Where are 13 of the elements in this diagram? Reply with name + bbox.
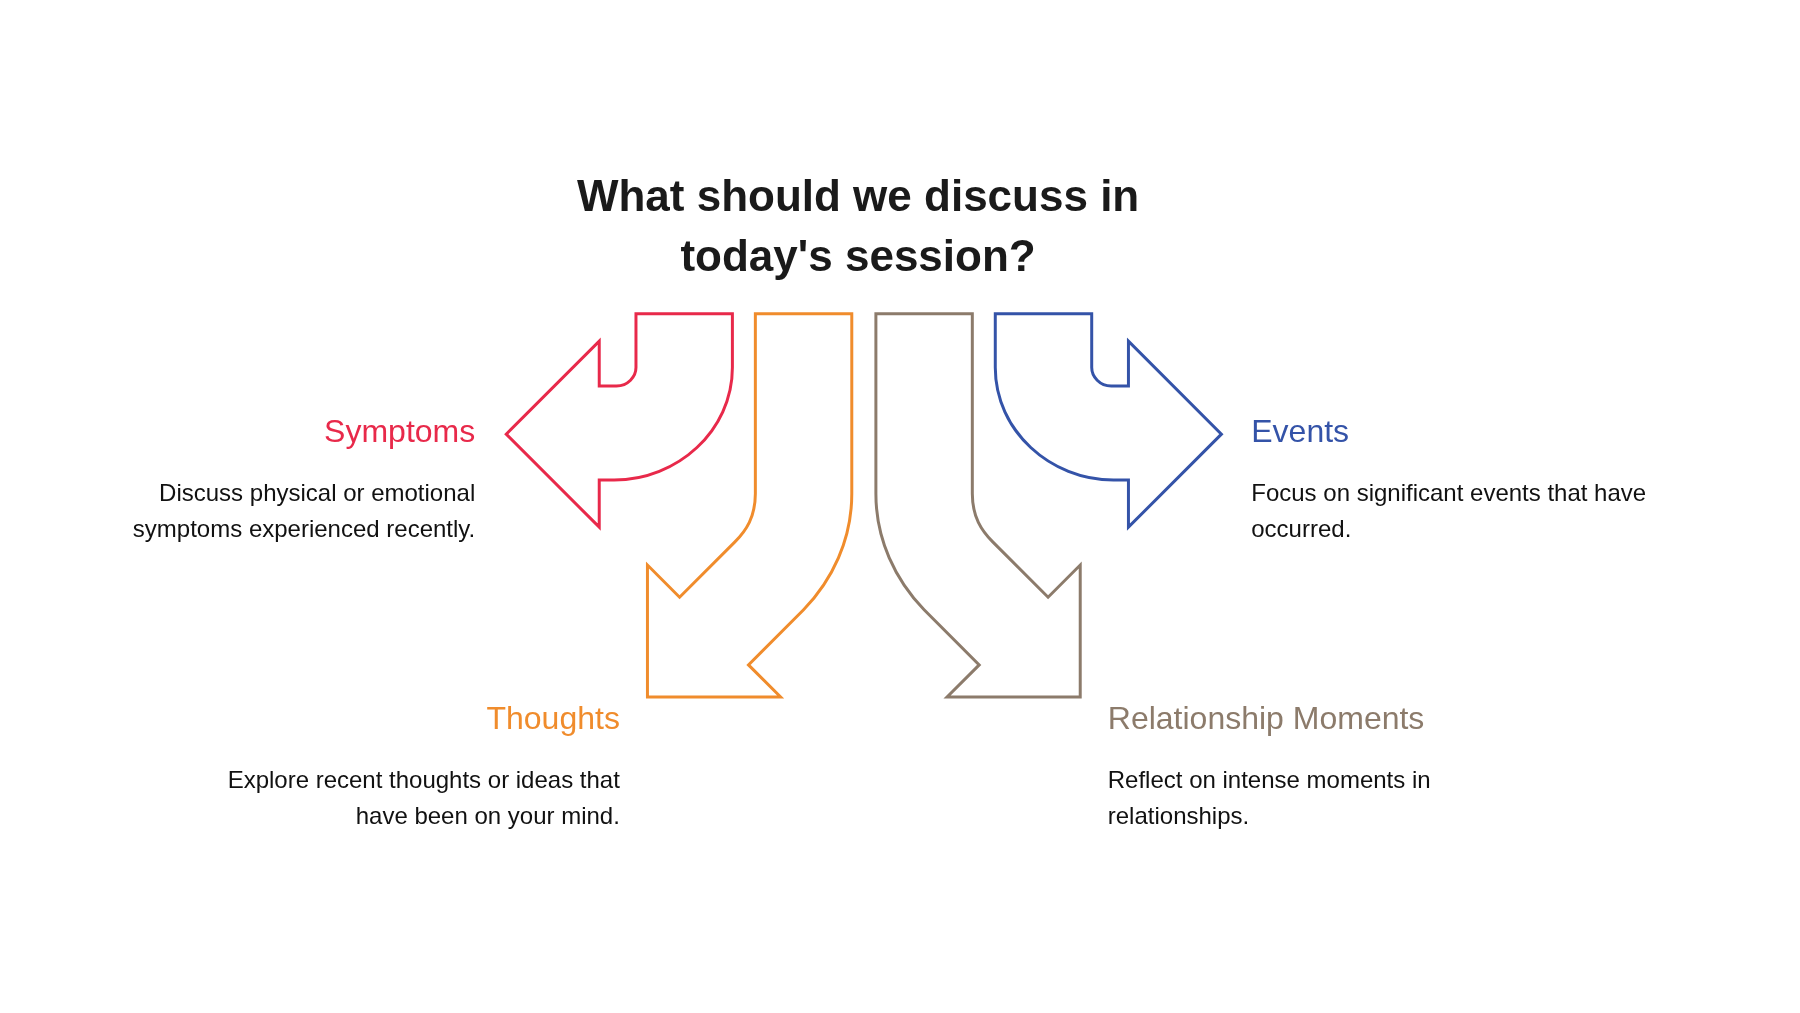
topic-description: Reflect on intense moments in relationships. [1107,764,1432,831]
topic-heading: Relationship Moments [1107,698,1425,738]
topic-heading: Events [1251,411,1350,451]
curved-block-arrow [504,312,734,529]
topic-description: Explore recent thoughts or ideas that have been on your mind. [226,764,620,831]
curved-block-arrow [874,312,1082,699]
topic-heading: Thoughts [486,698,620,738]
topic-heading: Symptoms [324,411,476,451]
topic-description: Focus on significant events that have occurred. [1251,477,1648,544]
curved-block-arrow [645,312,854,699]
title-text: What should we discuss in today's session? [575,170,1141,283]
topic-description: Discuss physical or emotional symptoms experienced recently. [131,477,476,544]
curved-block-arrow [993,312,1223,529]
